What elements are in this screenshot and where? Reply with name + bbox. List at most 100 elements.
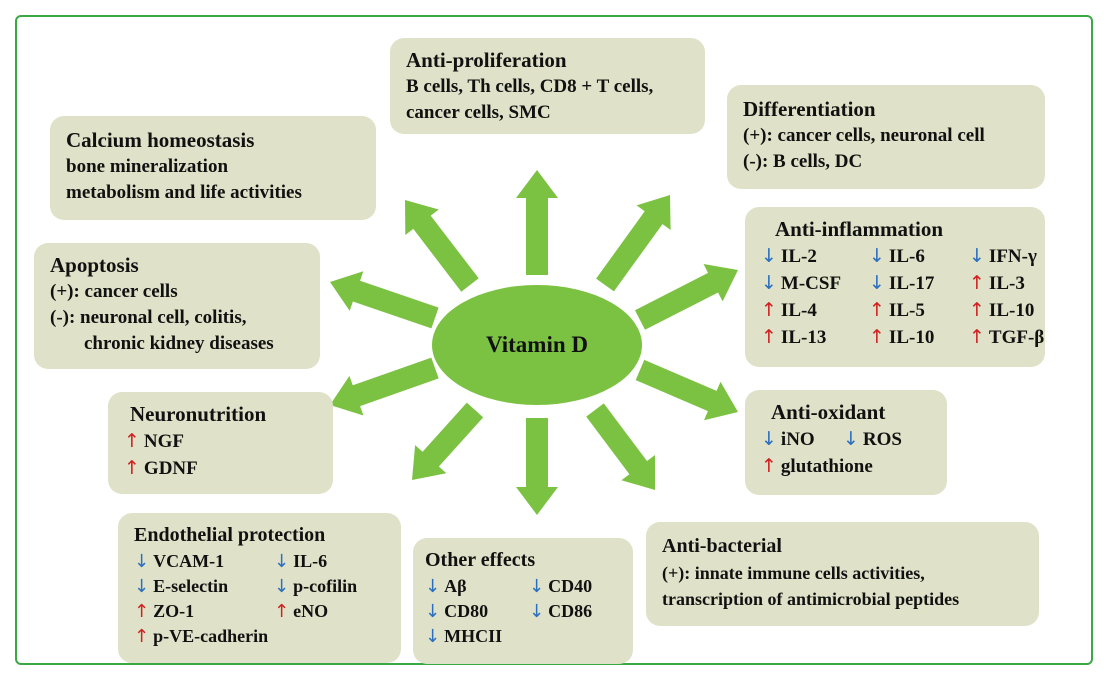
list-item: ↓p-cofilin bbox=[274, 574, 384, 599]
apoptosis-line: chronic kidney diseases bbox=[84, 333, 274, 354]
diagram-frame bbox=[15, 15, 1093, 665]
list-item: ↑IL-13 bbox=[761, 324, 859, 351]
arrow-down-icon: ↓ bbox=[134, 551, 150, 572]
list-item: ↑IL-4 bbox=[761, 297, 859, 324]
list-item-label: IL-2 bbox=[780, 246, 817, 267]
arrow-up-left bbox=[405, 200, 479, 292]
arrow-down-icon: ↓ bbox=[843, 428, 859, 450]
arrow-right-lower bbox=[635, 359, 738, 421]
list-item-label: CD80 bbox=[444, 601, 489, 621]
arrow-left-upper bbox=[330, 271, 439, 329]
list-item: ↑NGF bbox=[124, 428, 317, 455]
endothelial-grid: ↓VCAM-1↓IL-6↓E-selectin↓p-cofilin↑ZO-1↑e… bbox=[134, 549, 385, 649]
arrow-down-icon: ↓ bbox=[869, 245, 885, 267]
list-item-label: CD86 bbox=[548, 601, 593, 621]
list-item-label: glutathione bbox=[780, 456, 873, 477]
list-item-label: M-CSF bbox=[780, 273, 842, 294]
list-item-label: ZO-1 bbox=[153, 601, 195, 621]
arrow-up-icon: ↑ bbox=[134, 601, 150, 622]
list-item-label: p-VE-cadherin bbox=[153, 626, 269, 646]
list-item-label: VCAM-1 bbox=[153, 551, 225, 571]
list-item: ↓IL-6 bbox=[869, 243, 959, 270]
list-item: ↑IL-10 bbox=[969, 297, 1059, 324]
list-item: ↑ZO-1 bbox=[134, 599, 264, 624]
arrow-up-icon: ↑ bbox=[869, 326, 885, 348]
arrow-up-icon: ↑ bbox=[969, 299, 985, 321]
list-item: ↓VCAM-1 bbox=[134, 549, 264, 574]
arrow-up-icon: ↑ bbox=[274, 601, 290, 622]
list-item: ↓CD86 bbox=[529, 599, 619, 624]
apoptosis-line: (-): neuronal cell, colitis, bbox=[50, 307, 247, 328]
list-item: ↓CD40 bbox=[529, 574, 619, 599]
anti-proliferation-line: B cells, Th cells, CD8 + T cells, bbox=[406, 76, 654, 97]
box-anti-oxidant: Anti-oxidant ↓iNO↓ROS↑glutathione bbox=[745, 390, 947, 495]
arrow-up-icon: ↑ bbox=[761, 326, 777, 348]
arrow-right-upper bbox=[635, 264, 738, 330]
arrow-up bbox=[516, 170, 558, 275]
anti-inflammation-grid: ↓IL-2↓IL-6↓IFN-γ↓M-CSF↓IL-17↑IL-3↑IL-4↑I… bbox=[761, 243, 1044, 351]
arrow-up-icon: ↑ bbox=[761, 455, 777, 477]
list-item-label: MHCII bbox=[444, 626, 503, 646]
arrow-down-icon: ↓ bbox=[425, 601, 441, 622]
list-item: ↑TGF-β bbox=[969, 324, 1059, 351]
arrow-up-right bbox=[596, 195, 671, 292]
list-item: ↓Aβ bbox=[425, 574, 519, 599]
list-item: ↑eNO bbox=[274, 599, 384, 624]
differentiation-title: Differentiation bbox=[743, 97, 876, 121]
arrow-down-icon: ↓ bbox=[529, 576, 545, 597]
differentiation-line: (+): cancer cells, neuronal cell bbox=[743, 125, 985, 146]
anti-inflammation-title: Anti-inflammation bbox=[775, 217, 943, 241]
arrow-down-icon: ↓ bbox=[761, 245, 777, 267]
neuronutrition-title: Neuronutrition bbox=[130, 402, 267, 426]
list-item: ↓IFN-γ bbox=[969, 243, 1059, 270]
arrow-down bbox=[516, 418, 558, 515]
list-item: ↓IL-2 bbox=[761, 243, 859, 270]
neuronutrition-list: ↑NGF↑GDNF bbox=[124, 428, 317, 482]
anti-oxidant-title: Anti-oxidant bbox=[771, 400, 886, 424]
list-item-label: IL-4 bbox=[780, 300, 817, 321]
arrow-left-lower bbox=[330, 357, 439, 416]
list-item: ↑p-VE-cadherin bbox=[134, 624, 268, 649]
box-anti-inflammation: Anti-inflammation ↓IL-2↓IL-6↓IFN-γ↓M-CSF… bbox=[745, 207, 1045, 367]
list-item: ↓E-selectin bbox=[134, 574, 264, 599]
vitamin-d-ellipse: Vitamin D bbox=[432, 285, 642, 405]
arrow-up-icon: ↑ bbox=[969, 272, 985, 294]
list-item-label: TGF-β bbox=[988, 327, 1045, 348]
calcium-title: Calcium homeostasis bbox=[66, 128, 255, 152]
list-item-label: IL-6 bbox=[888, 246, 925, 267]
calcium-line: metabolism and life activities bbox=[66, 182, 302, 203]
list-item: ↑GDNF bbox=[124, 455, 317, 482]
arrow-down-icon: ↓ bbox=[274, 576, 290, 597]
arrow-down-icon: ↓ bbox=[869, 272, 885, 294]
anti-bacterial-line: transcription of antimicrobial peptides bbox=[662, 589, 960, 609]
arrow-down-icon: ↓ bbox=[134, 576, 150, 597]
list-item-label: IL-6 bbox=[293, 551, 328, 571]
list-item-label: IL-10 bbox=[888, 327, 935, 348]
arrow-up-icon: ↑ bbox=[134, 626, 150, 647]
anti-bacterial-title: Anti-bacterial bbox=[662, 535, 782, 557]
list-item-label: eNO bbox=[293, 601, 329, 621]
anti-proliferation-line: cancer cells, SMC bbox=[406, 102, 551, 123]
anti-bacterial-line: (+): innate immune cells activities, bbox=[662, 563, 925, 583]
arrow-up-icon: ↑ bbox=[124, 430, 140, 452]
list-item: ↓ROS bbox=[843, 426, 933, 453]
list-item-label: Aβ bbox=[444, 576, 467, 596]
list-item-label: GDNF bbox=[143, 458, 198, 479]
arrow-down-right bbox=[586, 403, 655, 490]
list-item-label: IL-5 bbox=[888, 300, 925, 321]
anti-proliferation-title: Anti-proliferation bbox=[406, 48, 567, 72]
endothelial-title: Endothelial protection bbox=[134, 524, 326, 546]
box-endothelial-protection: Endothelial protection ↓VCAM-1↓IL-6↓E-se… bbox=[118, 513, 401, 663]
list-item: ↓MHCII bbox=[425, 624, 519, 649]
other-effects-grid: ↓Aβ↓CD40↓CD80↓CD86↓MHCII bbox=[425, 574, 617, 649]
differentiation-line: (-): B cells, DC bbox=[743, 151, 863, 172]
list-item-label: ROS bbox=[862, 429, 902, 450]
list-item: ↓IL-6 bbox=[274, 549, 384, 574]
list-item: ↑IL-5 bbox=[869, 297, 959, 324]
list-item: ↓IL-17 bbox=[869, 270, 959, 297]
box-neuronutrition: Neuronutrition ↑NGF↑GDNF bbox=[108, 392, 333, 494]
arrow-down-left bbox=[412, 402, 484, 480]
arrow-up-icon: ↑ bbox=[124, 457, 140, 479]
apoptosis-line: (+): cancer cells bbox=[50, 281, 178, 302]
